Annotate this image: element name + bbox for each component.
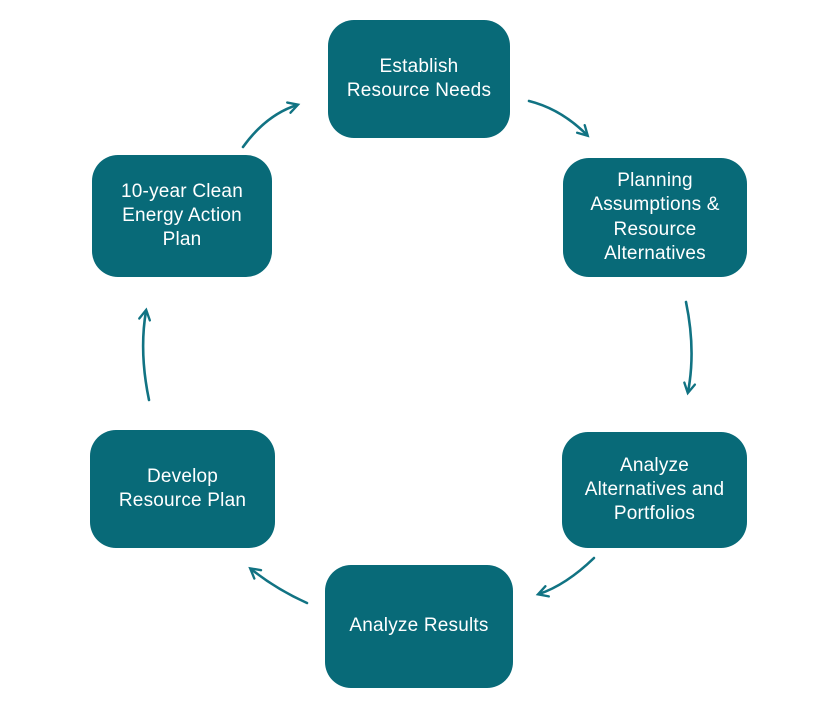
arrow-plan-to-establish-icon	[241, 101, 301, 149]
node-label: Develop Resource Plan	[118, 465, 247, 511]
arrow-results-to-develop-icon	[248, 566, 309, 605]
node-analyze-results: Analyze Results	[325, 565, 513, 688]
node-planning-assumptions-resource-alternatives: Planning Assumptions & Resource Alternat…	[563, 158, 747, 277]
node-label: Establish Resource Needs	[346, 55, 492, 101]
node-label: Planning Assumptions & Resource Alternat…	[590, 169, 720, 264]
node-ten-year-clean-energy-action-plan: 10-year Clean Energy Action Plan	[92, 155, 272, 277]
node-establish-resource-needs: Establish Resource Needs	[328, 20, 510, 138]
arrow-establish-to-planning-icon	[527, 99, 590, 138]
node-develop-resource-plan: Develop Resource Plan	[90, 430, 275, 548]
arrow-analyze-alternatives-to-results-icon	[535, 556, 596, 598]
node-label: 10-year Clean Energy Action Plan	[121, 180, 243, 251]
node-label: Analyze Alternatives and Portfolios	[584, 454, 725, 525]
arrow-planning-to-analyze-alternatives-icon	[683, 300, 697, 396]
node-analyze-alternatives-and-portfolios: Analyze Alternatives and Portfolios	[562, 432, 747, 548]
node-label: Analyze Results	[349, 615, 489, 637]
arrow-develop-to-plan-icon	[138, 307, 152, 402]
